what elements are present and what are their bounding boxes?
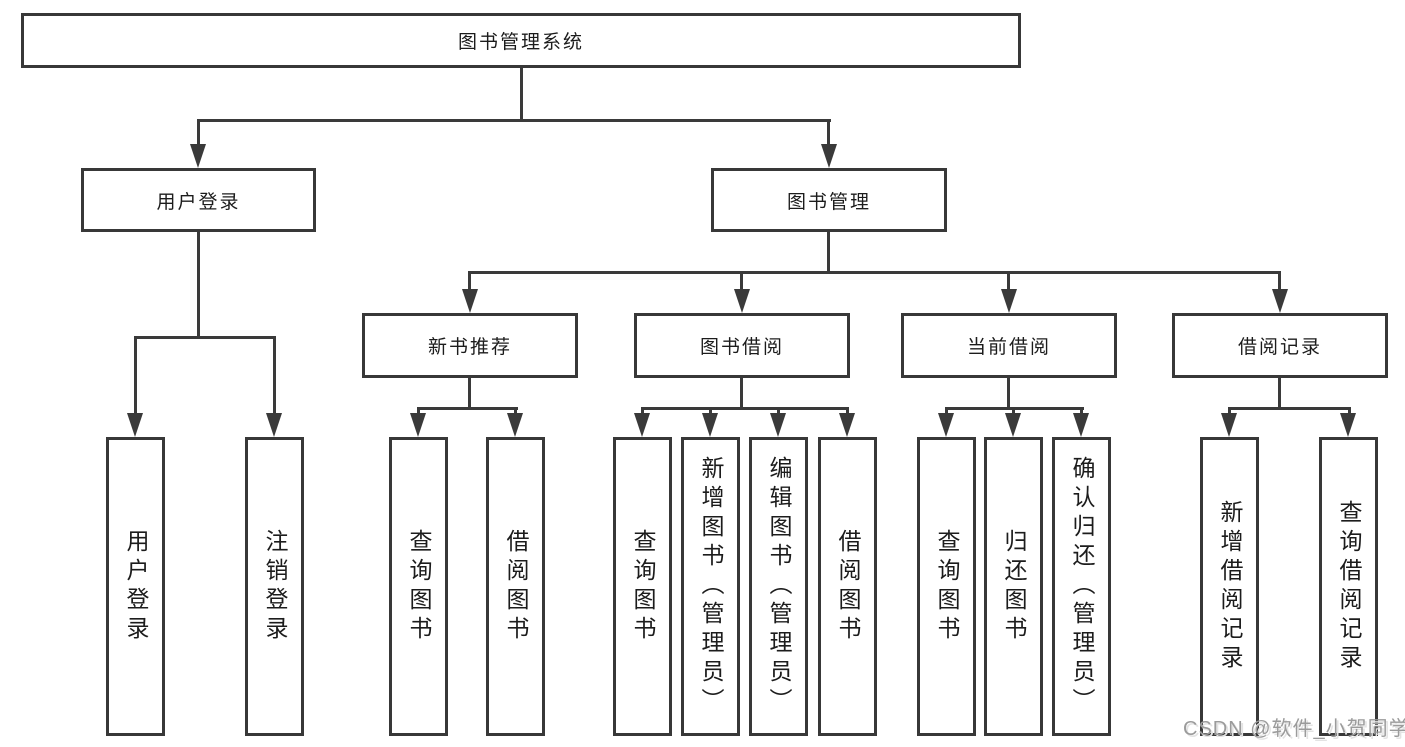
connector-line <box>134 336 276 339</box>
node-new-book-recommend: 新书推荐 <box>362 313 578 378</box>
connector-line <box>641 407 849 410</box>
connector-line <box>514 409 517 414</box>
node-query-books: 查询图书 <box>389 437 448 736</box>
node-confirm-return-admin: 确认归还（管理员） <box>1052 437 1111 736</box>
connector-line <box>468 273 471 290</box>
node-label: 查询图书 <box>934 528 960 645</box>
arrowhead-icon <box>1340 413 1356 437</box>
csdn-watermark: CSDN @软件_小贺同学 <box>1183 718 1405 740</box>
arrowhead-icon <box>770 413 786 437</box>
arrowhead-icon <box>1073 413 1089 437</box>
connector-line <box>1080 409 1083 414</box>
node-borrow-books: 借阅图书 <box>486 437 545 736</box>
arrowhead-icon <box>1272 289 1288 313</box>
node-label: 查询借阅记录 <box>1336 499 1362 674</box>
node-label: 查询图书 <box>630 528 656 645</box>
node-label: 用户登录 <box>156 191 241 213</box>
connector-line <box>945 409 948 414</box>
node-label: 图书管理系统 <box>457 32 584 53</box>
arrowhead-icon <box>734 289 750 313</box>
node-query-borrow-record: 查询借阅记录 <box>1319 437 1378 736</box>
node-label: 当前借阅 <box>966 337 1051 358</box>
arrowhead-icon <box>507 413 523 437</box>
connector-line <box>945 407 1084 410</box>
connector-line <box>417 407 518 410</box>
node-borrow-books: 借阅图书 <box>818 437 877 736</box>
connector-line <box>1012 409 1015 414</box>
connector-line <box>1228 409 1231 414</box>
arrowhead-icon <box>821 144 837 168</box>
node-label: 用户登录 <box>123 528 149 645</box>
arrowhead-icon <box>1005 413 1021 437</box>
node-library-management-system: 图书管理系统 <box>21 13 1021 68</box>
node-query-books: 查询图书 <box>613 437 672 736</box>
connector-line <box>1228 407 1351 410</box>
node-label: 借阅记录 <box>1237 337 1322 358</box>
node-edit-books-admin: 编辑图书（管理员） <box>749 437 808 736</box>
connector-line <box>1007 377 1010 409</box>
connector-line <box>468 377 471 409</box>
connector-line <box>520 67 523 120</box>
connector-line <box>1348 409 1351 414</box>
arrowhead-icon <box>702 413 718 437</box>
connector-line <box>846 409 849 414</box>
node-label: 查询图书 <box>406 528 432 645</box>
connector-line <box>827 231 830 272</box>
node-user-login-group: 用户登录 <box>81 168 316 232</box>
node-label: 编辑图书（管理员） <box>766 456 792 717</box>
connector-line <box>1007 273 1010 290</box>
node-current-borrowing: 当前借阅 <box>901 313 1117 378</box>
connector-line <box>197 119 831 122</box>
node-borrowing-records: 借阅记录 <box>1172 313 1388 378</box>
node-logout: 注销登录 <box>245 437 304 736</box>
node-add-books-admin: 新增图书（管理员） <box>681 437 740 736</box>
arrowhead-icon <box>410 413 426 437</box>
node-label: 新书推荐 <box>427 337 512 358</box>
node-book-management: 图书管理 <box>711 168 947 232</box>
node-user-login: 用户登录 <box>106 437 165 736</box>
arrowhead-icon <box>190 144 206 168</box>
connector-line <box>134 338 137 414</box>
connector-line <box>197 231 200 337</box>
node-label: 借阅图书 <box>835 528 861 645</box>
connector-line <box>641 409 644 414</box>
node-label: 新增图书（管理员） <box>698 456 724 717</box>
connector-line <box>273 338 276 414</box>
node-label: 注销登录 <box>262 528 288 645</box>
connector-line <box>740 377 743 409</box>
arrowhead-icon <box>1001 289 1017 313</box>
arrowhead-icon <box>1221 413 1237 437</box>
connector-line <box>827 121 830 145</box>
connector-line <box>1278 377 1281 409</box>
arrowhead-icon <box>462 289 478 313</box>
node-label: 新增借阅记录 <box>1217 499 1243 674</box>
connector-line <box>709 409 712 414</box>
connector-line <box>740 273 743 290</box>
connector-line <box>1278 273 1281 290</box>
arrowhead-icon <box>127 413 143 437</box>
connector-line <box>197 121 200 145</box>
node-add-borrow-record: 新增借阅记录 <box>1200 437 1259 736</box>
arrowhead-icon <box>266 413 282 437</box>
node-book-borrowing: 图书借阅 <box>634 313 850 378</box>
node-label: 确认归还（管理员） <box>1069 456 1095 717</box>
connector-line <box>468 271 1281 274</box>
arrowhead-icon <box>938 413 954 437</box>
arrowhead-icon <box>839 413 855 437</box>
node-label: 图书借阅 <box>699 337 784 358</box>
node-label: 归还图书 <box>1001 528 1027 645</box>
node-return-books: 归还图书 <box>984 437 1043 736</box>
connector-line <box>777 409 780 414</box>
node-label: 借阅图书 <box>503 528 529 645</box>
arrowhead-icon <box>634 413 650 437</box>
node-query-books: 查询图书 <box>917 437 976 736</box>
node-label: 图书管理 <box>786 191 871 213</box>
connector-line <box>417 409 420 414</box>
